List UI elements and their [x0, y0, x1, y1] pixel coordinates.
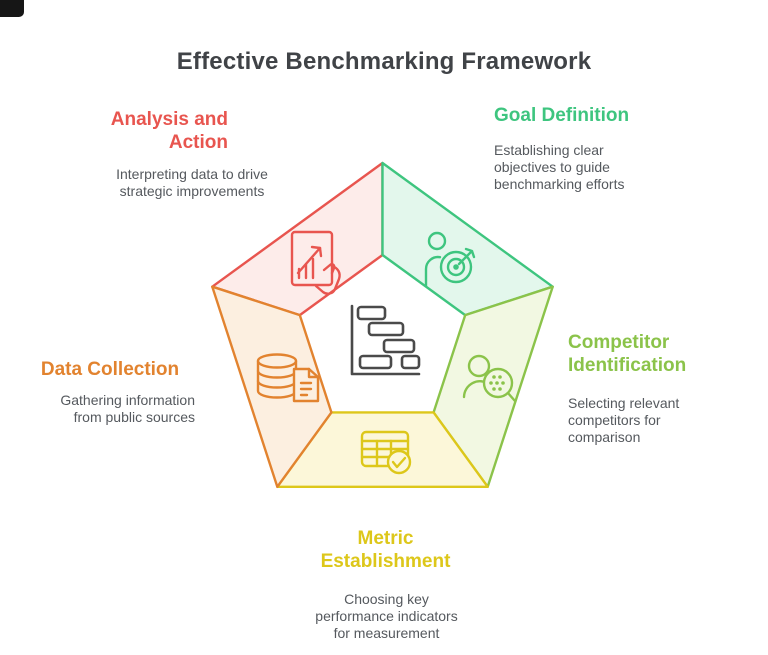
goal-definition-description: Establishing clear objectives to guide b… [494, 142, 625, 192]
corner-mark [0, 0, 24, 17]
page-title: Effective Benchmarking Framework [176, 48, 592, 75]
competitor-identification-title: Competitor Identification [568, 332, 687, 376]
person-target-icon [424, 231, 476, 288]
metric-establishment-description: Choosing key performance indicators for … [315, 591, 458, 641]
person-magnifier-icon [462, 354, 517, 403]
data-collection-title: Data Collection [40, 359, 180, 380]
chart-document-hand-icon [290, 230, 341, 295]
gantt-chart-icon [350, 304, 421, 376]
analysis-and-action-description: Interpreting data to drive strategic imp… [116, 166, 268, 199]
competitor-identification-description: Selecting relevant competitors for compa… [568, 395, 680, 445]
data-collection-description: Gathering information from public source… [60, 392, 195, 425]
table-check-icon [360, 430, 412, 475]
metric-establishment-title: Metric Establishment [320, 528, 451, 572]
analysis-and-action-title: Analysis and Action [110, 109, 228, 153]
goal-definition-title: Goal Definition [494, 105, 630, 126]
database-document-icon [256, 353, 320, 403]
